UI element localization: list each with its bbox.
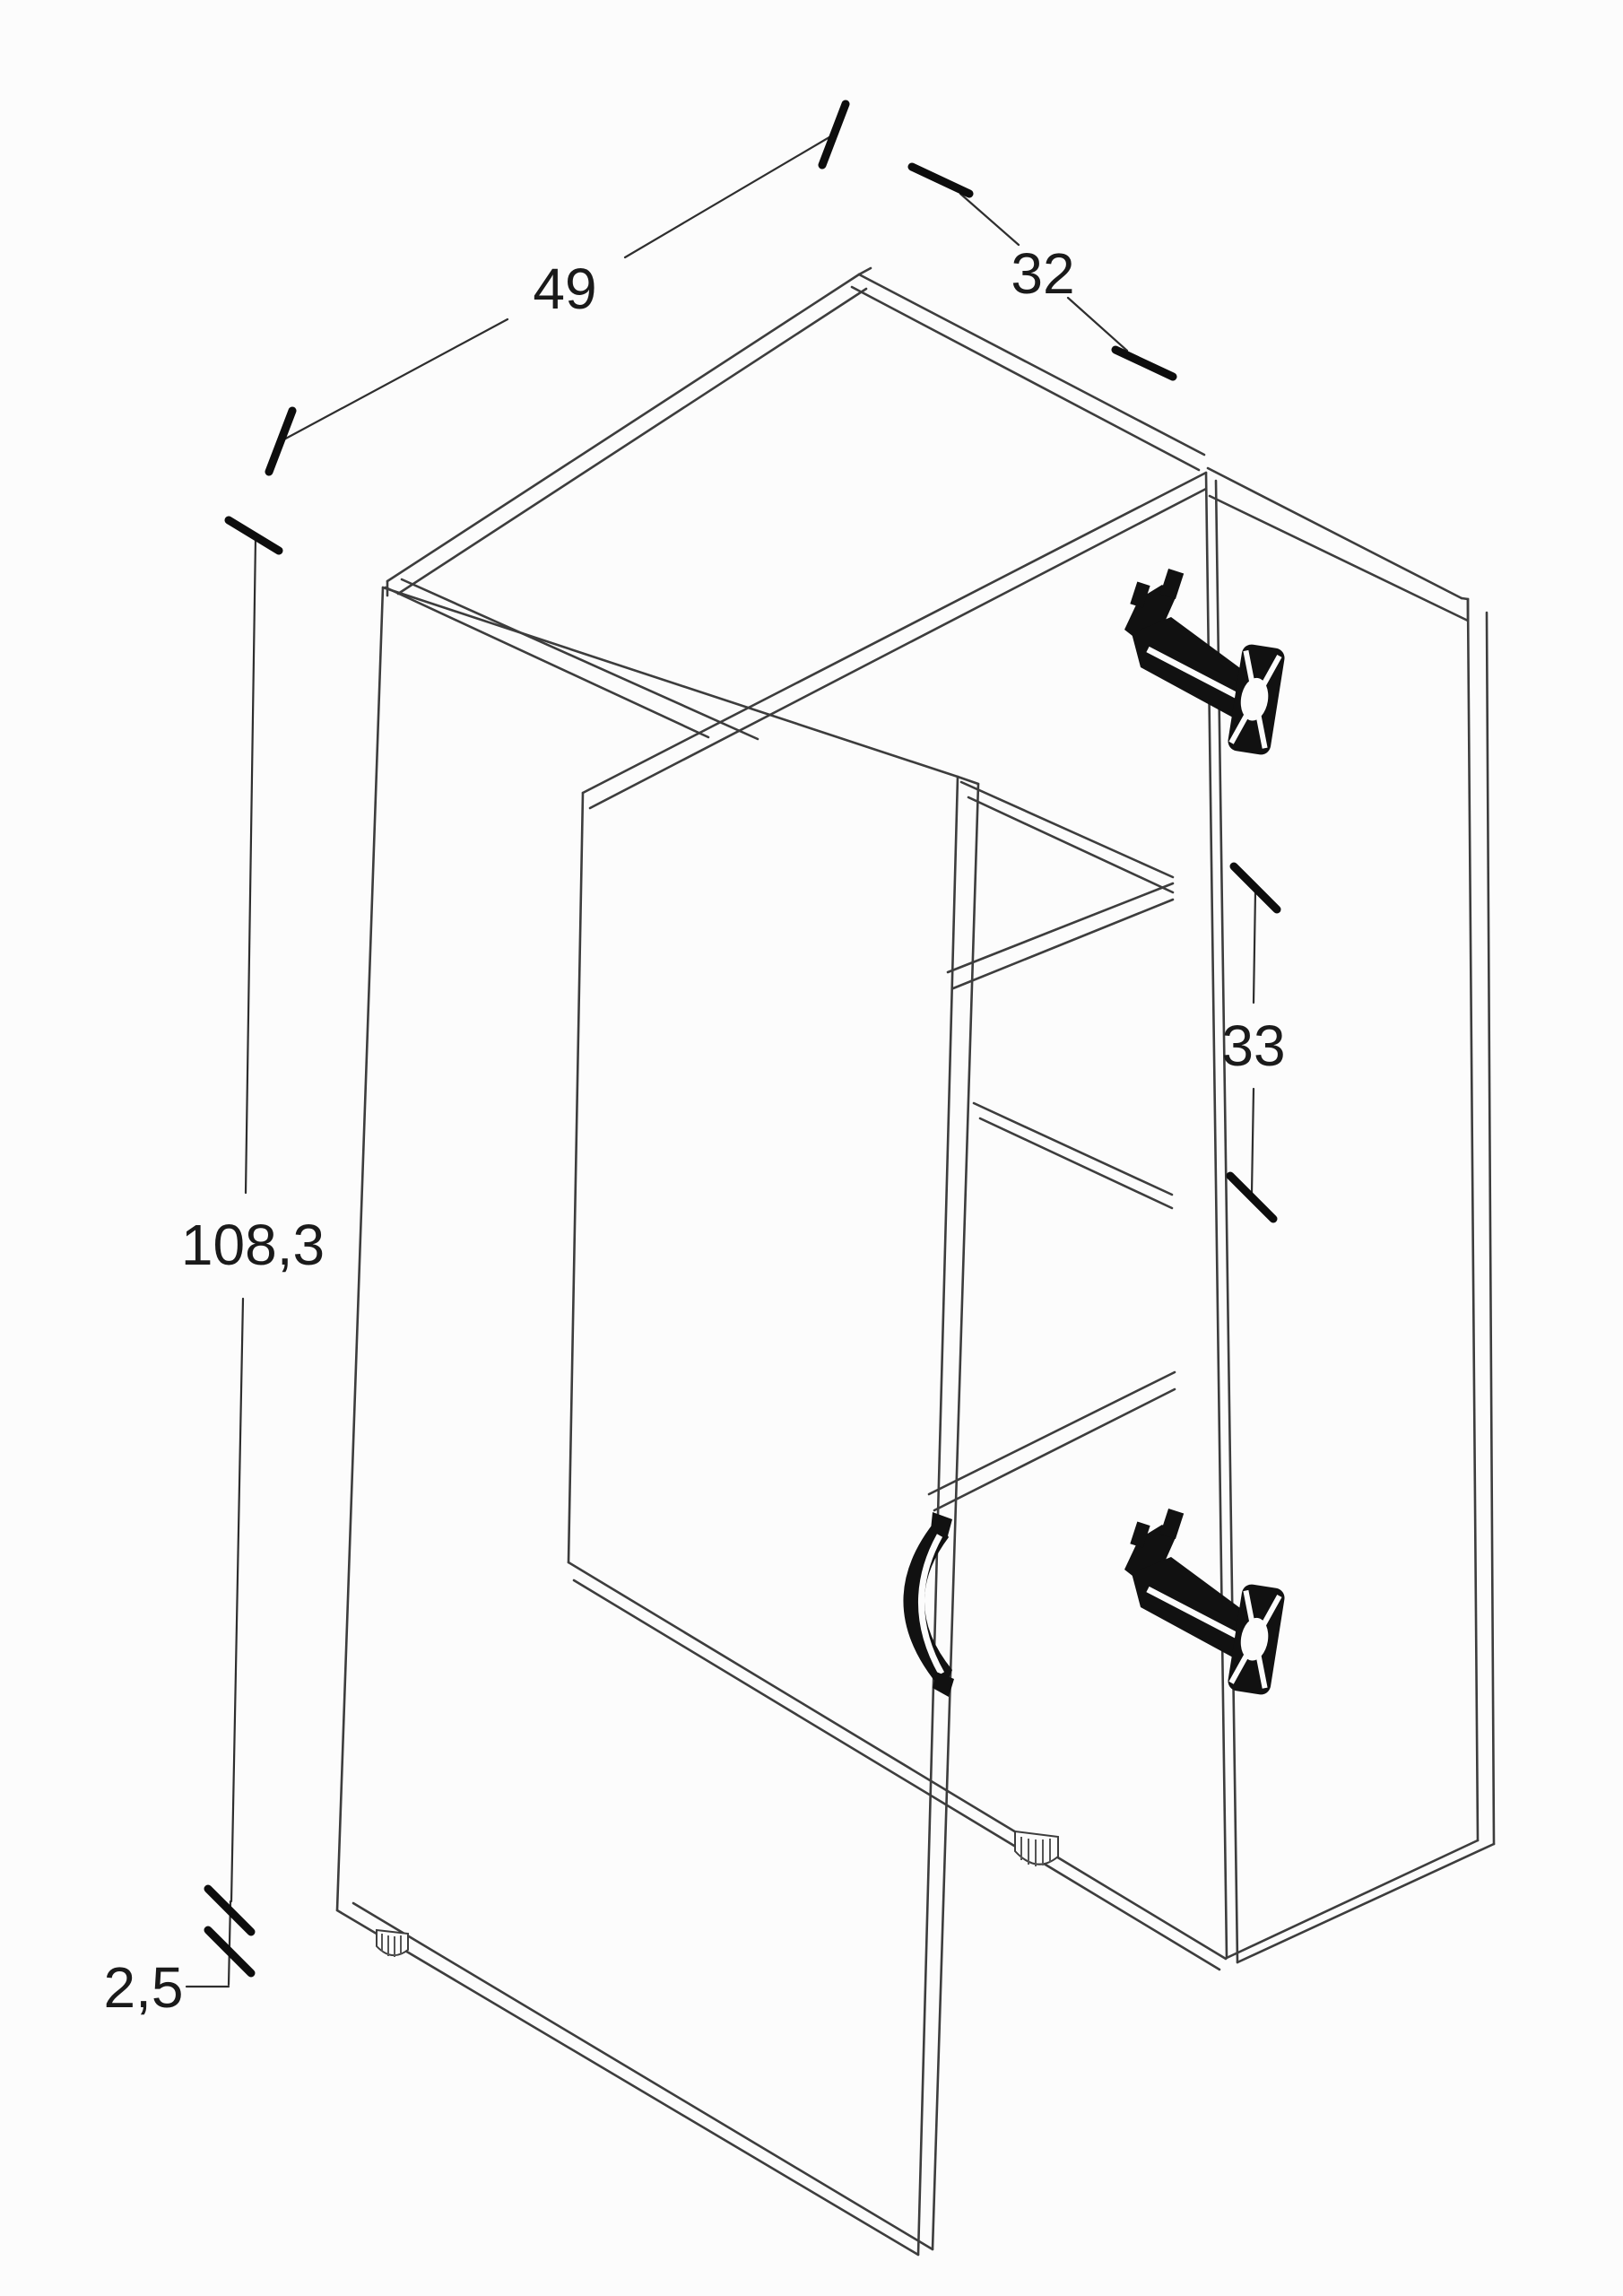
label-base-height: 2,5 xyxy=(104,1955,184,2020)
center-foot xyxy=(1014,1830,1059,1866)
label-height: 108,3 xyxy=(181,1213,325,1277)
top-panel xyxy=(384,266,1206,741)
tick-shelf-bottom xyxy=(1226,1171,1278,1223)
dimension-depth: 32 xyxy=(907,162,1177,381)
tick-shelf-top xyxy=(1229,862,1281,914)
dimension-shelf-gap: 33 xyxy=(1221,862,1286,1223)
tick-width-end xyxy=(818,100,850,170)
left-door-open xyxy=(335,586,980,2257)
tick-width-start xyxy=(265,406,297,476)
upper-shelf xyxy=(946,780,1175,990)
tick-height-bottom xyxy=(204,1884,256,1936)
dimension-width: 49 xyxy=(265,100,850,476)
upper-euro-hinge xyxy=(1124,568,1285,755)
label-shelf-gap: 33 xyxy=(1221,1013,1285,1078)
carcass-opening xyxy=(567,471,1228,1971)
right-door-open xyxy=(1204,466,1496,1964)
tick-height-top xyxy=(224,516,283,555)
tick-depth-end xyxy=(1111,345,1177,381)
dimension-base-height: 2,5 xyxy=(104,1955,184,2020)
lower-euro-hinge xyxy=(1124,1508,1285,1695)
lower-shelf xyxy=(927,1101,1176,1512)
label-width: 49 xyxy=(533,257,596,321)
dimension-height: 108,3 xyxy=(181,516,325,1988)
left-foot xyxy=(376,1928,409,1957)
tick-depth-start xyxy=(907,162,974,198)
door-handle xyxy=(903,1512,954,1697)
tick-base-bottom xyxy=(204,1926,256,1978)
label-depth: 32 xyxy=(1011,241,1074,306)
